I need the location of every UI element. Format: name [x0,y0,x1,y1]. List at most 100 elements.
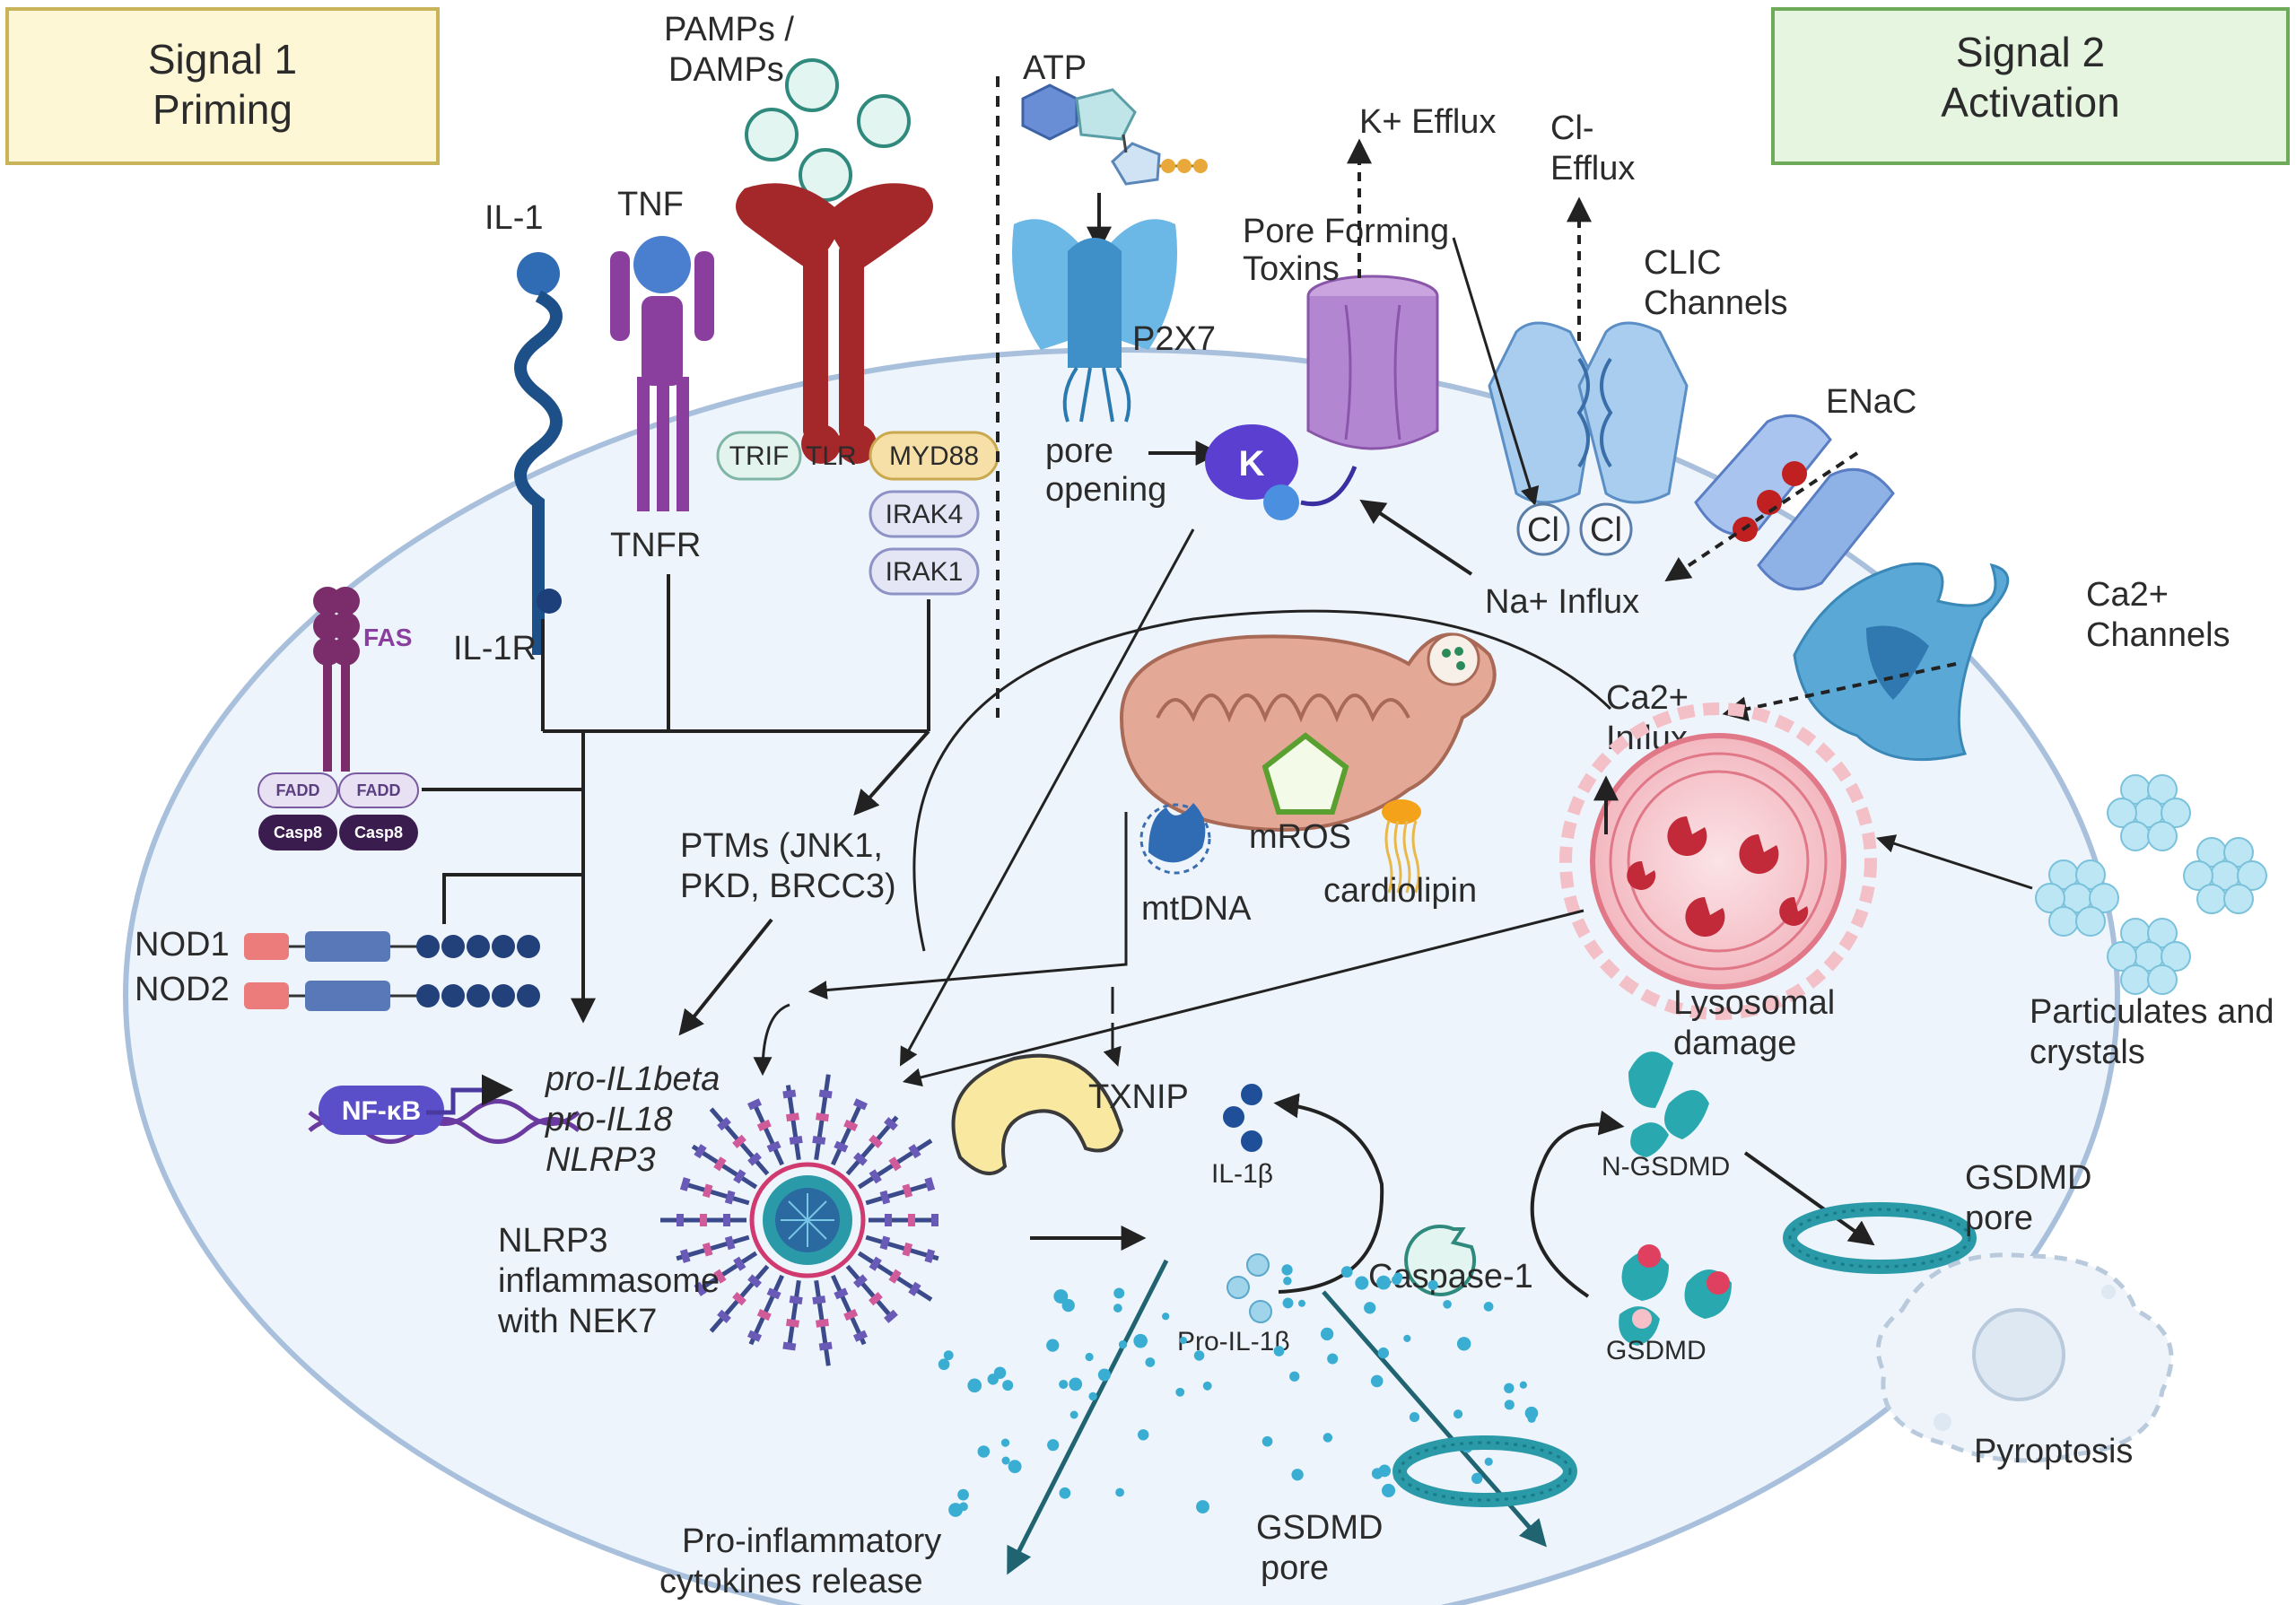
gsdmd-pore-bottom [1392,1435,1577,1507]
p2x7-channel [1012,219,1177,423]
ca-channels-label-2: Channels [2086,616,2231,654]
ca-channels-label-1: Ca2+ [2086,576,2169,614]
pro-il18-gene: pro-IL18 [545,1101,673,1138]
svg-text:IRAK1: IRAK1 [886,557,964,587]
nlrp3-inflammasome-label-2: inflammasome [498,1262,720,1300]
particulates-label-2: crystals [2030,1034,2145,1071]
fadd-label-2: FADD [357,781,401,799]
cytokines-release-label-2: cytokines release [659,1563,923,1601]
fas-label: FAS [363,624,412,651]
il1r-label: IL-1R [453,630,537,667]
k-efflux-label: K+ Efflux [1359,103,1496,141]
activation-arrows [753,528,1612,1087]
ptms-label-2: PKD, BRCC3) [680,868,896,905]
pro-il1b-label: Pro-IL-1β [1177,1327,1290,1356]
p2x7-label: P2X7 [1132,320,1216,358]
nod1-protein [244,931,540,962]
pyroptotic-cell [1875,1252,2174,1463]
lysosomal-label-1: Lysosomal [1673,984,1835,1022]
tlr-label: TLR [806,441,857,471]
pamps-label-1: PAMPs / [664,11,794,48]
svg-text:TRIF: TRIF [729,441,790,471]
myd88-pill: MYD88 [869,431,1000,481]
nod2-protein [244,981,540,1011]
signal1-title: Signal 1 [148,36,297,83]
pore-toxins-label-2: Toxins [1243,250,1340,288]
fas-receptor [313,587,360,772]
svg-text:Cl: Cl [1590,511,1622,549]
svg-text:Cl: Cl [1527,511,1559,549]
cardiolipin-label: cardiolipin [1323,872,1477,910]
signal1-box: Signal 1 Priming [5,7,440,165]
nlrp3-gene: NLRP3 [546,1141,656,1179]
signal2-box: Signal 2 Activation [1771,7,2290,165]
nod2-label: NOD2 [135,971,230,1008]
casp8-label-2: Casp8 [354,824,403,842]
cl-efflux-label-1: Cl- [1550,109,1594,147]
nlrp3-inflammasome [660,1074,939,1366]
svg-text:IRAK4: IRAK4 [886,500,964,529]
ptms-label-1: PTMs (JNK1, [680,827,883,865]
mtdna-icon [1139,803,1211,875]
tnfr-label: TNFR [610,527,701,564]
txnip-label: TXNIP [1088,1078,1189,1116]
ptms-arrow [678,918,773,1036]
cl-ion-2: Cl [1579,502,1633,556]
cytokine-release-arrow [1007,1259,1169,1575]
signal2-subtitle: Activation [1941,79,2119,126]
caspase1-icon [1404,1224,1477,1296]
nfkb-promoter [308,1074,581,1144]
trif-pill: TRIF [716,431,802,481]
gsdmd-pore-right [1783,1202,1977,1274]
enac-channel [1664,414,1895,591]
gsdmd-label: GSDMD [1606,1336,1707,1365]
particulates-label-1: Particulates and [2030,993,2274,1031]
txnip-protein [951,1053,1124,1175]
pore-forming-toxin [1306,275,1439,450]
cytokines-release-label-1: Pro-inflammatory [682,1522,941,1560]
mitochondrion [1119,632,1497,832]
ca-influx-label-1: Ca2+ [1606,679,1689,717]
mros-pentagon [1261,732,1349,815]
crystals-icon [2035,774,2267,995]
nlrp3-inflammasome-label-1: NLRP3 [498,1222,608,1260]
il1-label: IL-1 [485,199,543,237]
nlrp3-inflammasome-label-3: with NEK7 [497,1303,657,1340]
pore-opening-label-2: opening [1045,471,1166,509]
clic-label-1: CLIC [1644,244,1722,282]
clic-channel [1488,321,1689,504]
gsdmd-pore-right-label-1: GSDMD [1965,1159,2091,1197]
n-gsdmd-label: N-GSDMD [1602,1152,1730,1182]
clic-label-2: Channels [1644,284,1788,322]
tlr-receptor [736,183,933,464]
k-ion-label: K [1239,444,1265,484]
lysosomal-label-2: damage [1673,1025,1796,1062]
atp-label: ATP [1023,49,1087,87]
signal2-title: Signal 2 [1956,29,2105,75]
signal1-subtitle: Priming [153,86,292,133]
cardiolipin-icon [1382,799,1421,894]
il1-receptor [514,252,563,655]
fadd-label-1: FADD [276,781,320,799]
mtdna-label: mtDNA [1141,890,1252,928]
nfkb-label: NF-κB [342,1096,421,1126]
irak1-pill: IRAK1 [869,547,980,596]
pamps-circles [745,58,911,202]
na-influx-label: Na+ Influx [1485,583,1639,621]
enac-label: ENaC [1826,383,1916,421]
fadd-casp8-complex: FADD FADD Casp8 Casp8 [258,772,419,850]
nod1-label: NOD1 [135,926,230,964]
pro-il1beta-gene: pro-IL1beta [545,1060,720,1098]
atp-molecule [1021,83,1208,186]
lysosome [1559,702,1877,1020]
pro-il1b [1227,1253,1272,1323]
mros-label: mROS [1249,818,1351,856]
tnf-label: TNF [617,186,684,223]
gsdmd-pore-bottom-label-1: GSDMD [1256,1509,1383,1547]
gsdmd-pore-right-label-2: pore [1965,1199,2033,1237]
ca-channel [1722,562,2010,762]
n-gsdmd [1628,1051,1709,1157]
pamps-label-2: DAMPs [668,51,784,89]
gsdmd-pore-bottom-label-2: pore [1261,1549,1329,1587]
pore-opening-label-1: pore [1045,432,1113,470]
